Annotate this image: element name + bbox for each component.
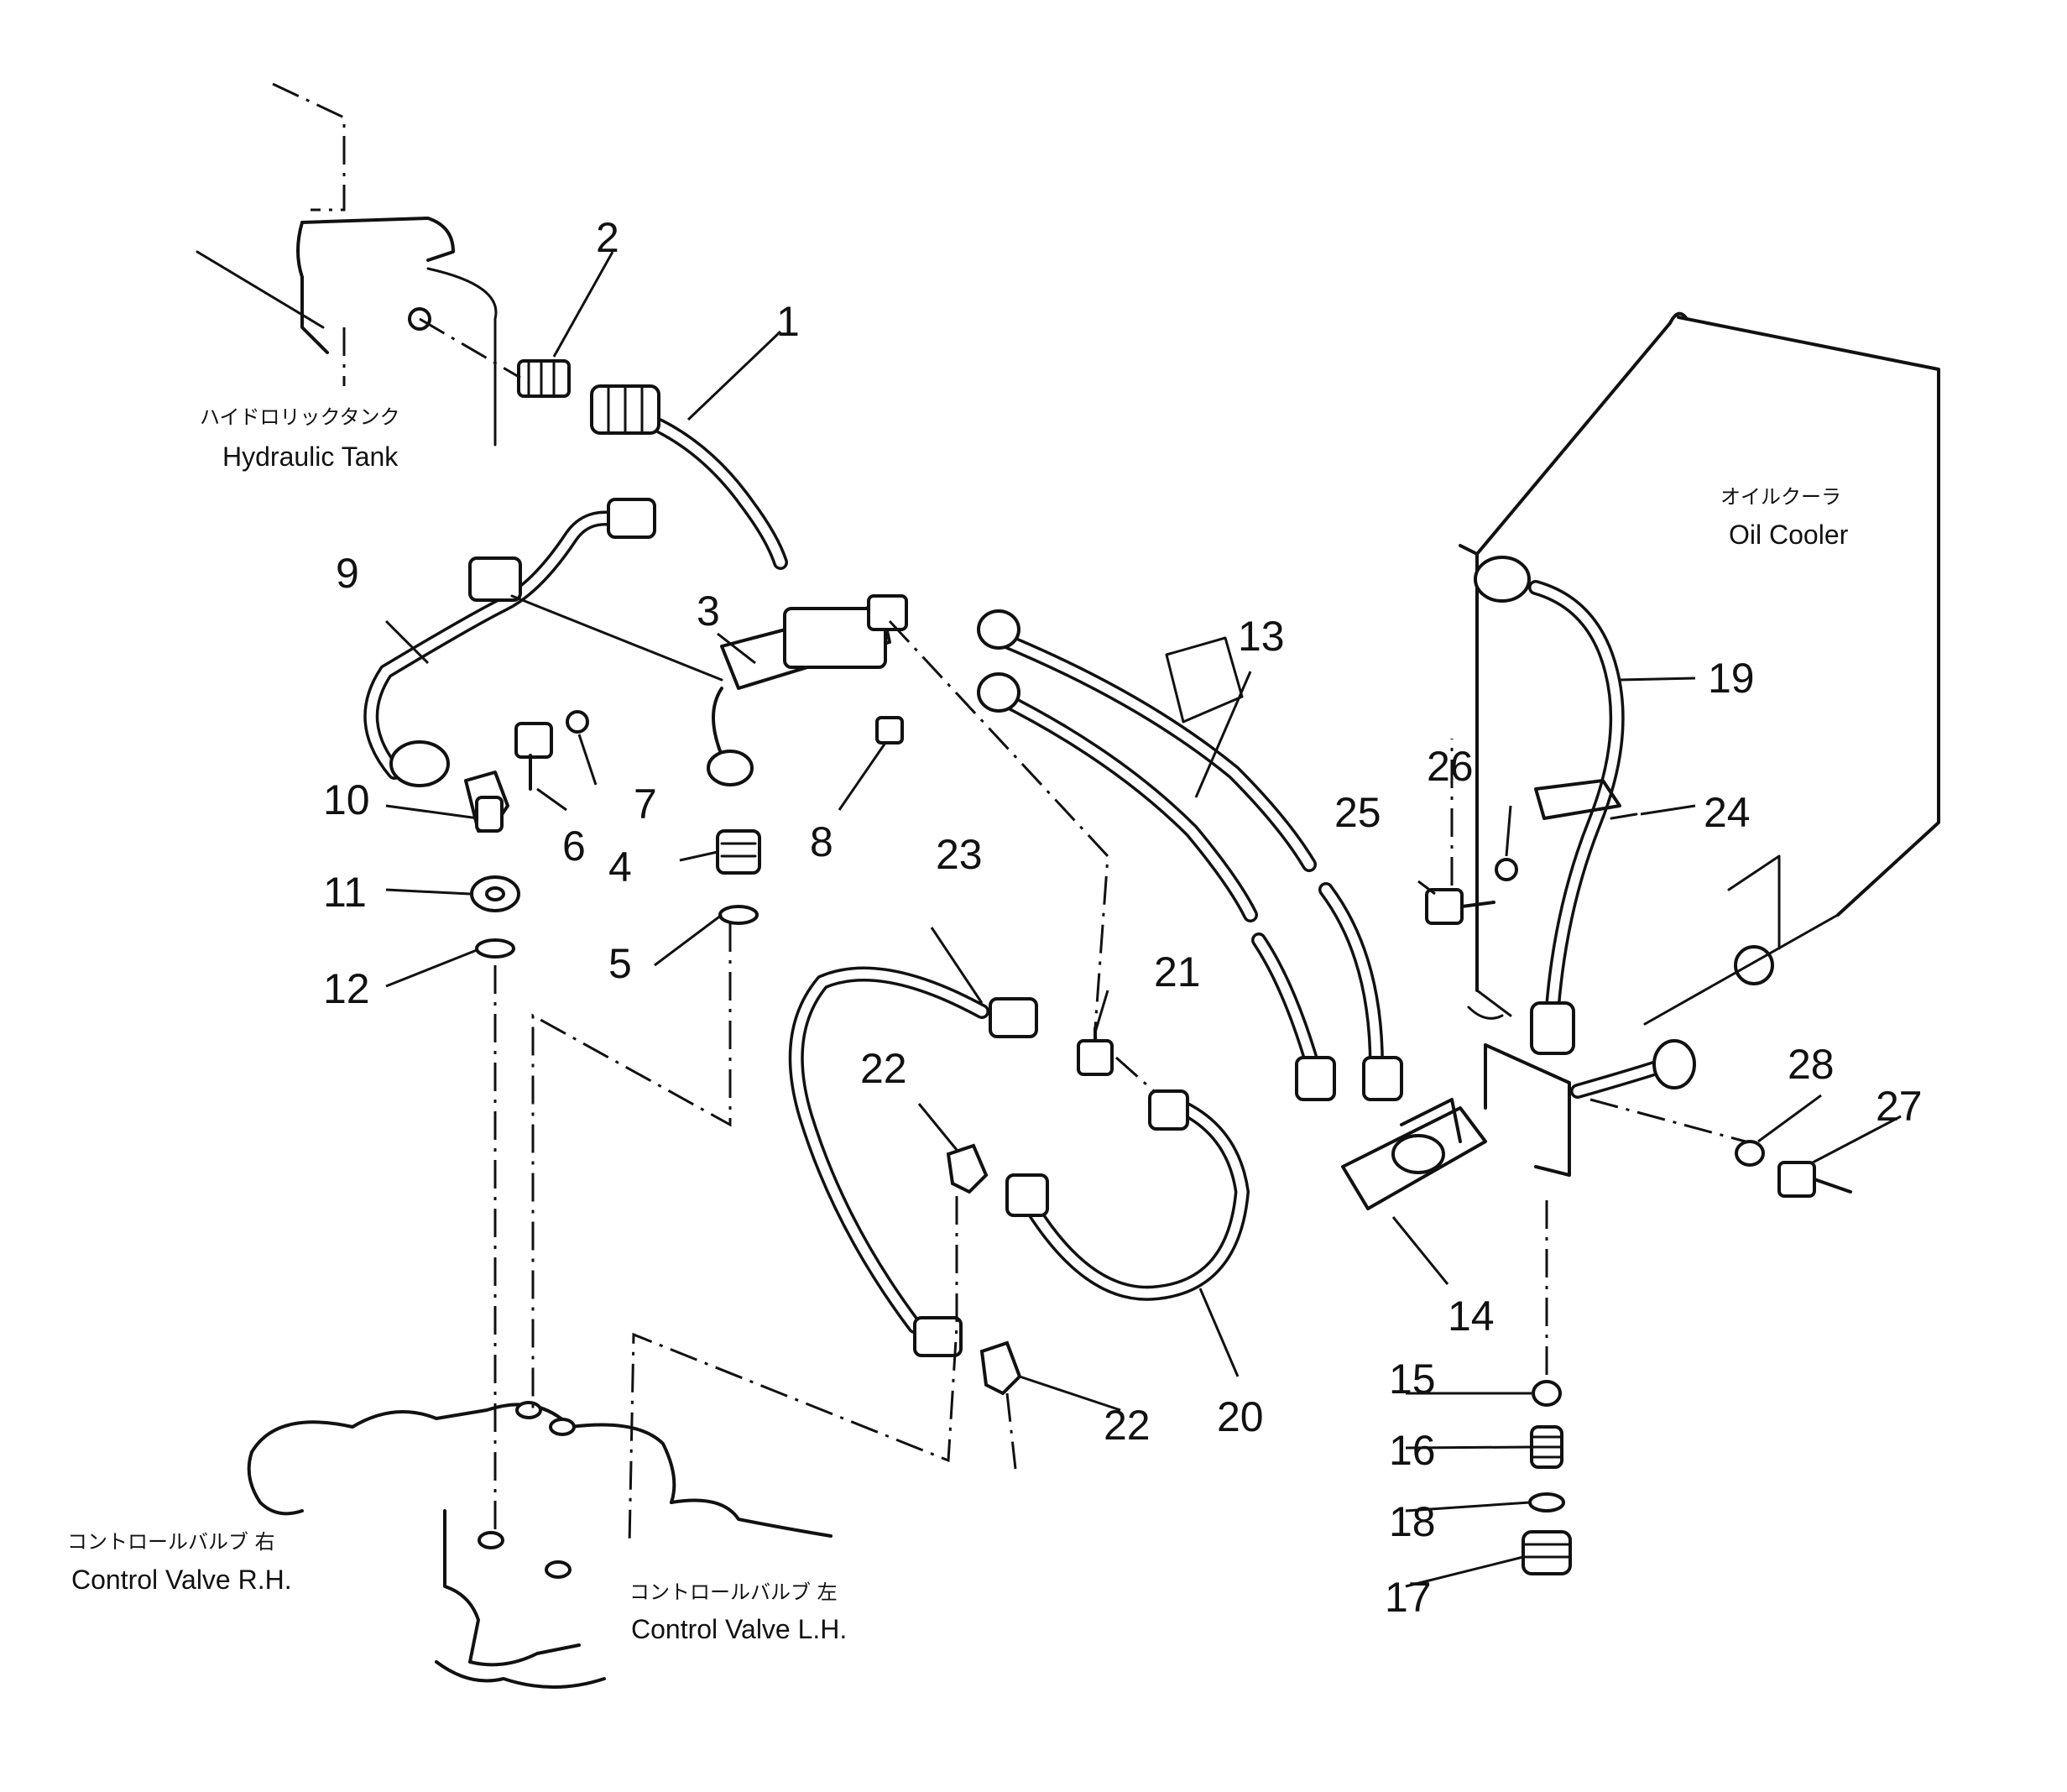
callout-8: 8 [810,818,833,865]
callout-26: 26 [1427,743,1474,790]
control-valve-rh-label-en: Control Valve R.H. [71,1565,292,1595]
part-19-hose [1474,556,1625,1055]
hydraulic-tank-label-en: Hydraulic Tank [222,441,399,472]
part-1-hose [590,384,788,570]
callout-4: 4 [608,844,632,891]
part-10-11-12 [464,771,520,959]
callout-1: 1 [776,298,800,345]
oil-cooler-label-en: Oil Cooler [1729,520,1849,550]
callout-12: 12 [323,965,370,1012]
callout-22-lower: 22 [1104,1402,1151,1449]
callout-15: 15 [1389,1356,1436,1403]
callout-9: 9 [336,550,359,597]
callout-28: 28 [1788,1041,1835,1088]
part-14-block [1341,1039,1696,1210]
oil-cooler [1459,311,1940,1026]
callout-14: 14 [1448,1293,1495,1340]
control-valve-lh-label-jp: コントロールバルブ 左 [629,1580,838,1604]
callout-18: 18 [1389,1498,1436,1545]
part-3-block [510,594,908,757]
callout-3: 3 [697,588,720,635]
hydraulic-tank-label-jp: ハイドロリックタンク [200,405,400,429]
part-2-adapter [517,359,571,398]
control-valves [247,1401,833,1689]
callout-5: 5 [608,940,632,987]
callout-27: 27 [1876,1083,1923,1130]
part-20-hose [1005,1089,1250,1301]
part-13-hoses [977,609,1403,1101]
oil-cooler-label-jp: オイルクーラ [1720,485,1841,509]
part-22-elbows [946,1143,1022,1396]
parts-15-16-17-18 [1522,1380,1572,1575]
part-21-tee [1077,1027,1114,1076]
centerlines [419,317,1746,1545]
callout-7: 7 [634,781,657,828]
leader-lines [384,251,1902,1588]
callout-10: 10 [323,776,370,823]
part-23-hose [788,966,1038,1357]
callout-13: 13 [1238,613,1285,660]
callout-16: 16 [1389,1427,1436,1474]
callout-25: 25 [1334,789,1381,836]
callout-20: 20 [1217,1393,1264,1440]
part-9-pipe [363,498,656,787]
part-4-5-fittings [707,750,761,925]
callout-19: 19 [1708,655,1755,702]
callout-numbers: 1 2 3 4 5 6 7 8 9 10 11 12 13 14 15 16 1… [323,214,1923,1621]
callout-17: 17 [1385,1574,1432,1621]
hydraulic-tank [196,82,498,447]
callout-21: 21 [1154,948,1201,995]
part-6-7-8-bolts [514,710,904,791]
control-valve-rh-label-jp: コントロールバルブ 右 [67,1530,275,1554]
callout-2: 2 [596,214,619,261]
callout-11: 11 [323,869,367,916]
callout-22-upper: 22 [860,1045,907,1092]
callout-24: 24 [1704,789,1751,836]
component-labels: ハイドロリックタンク Hydraulic Tank オイルクーラ Oil Coo… [67,405,1849,1644]
control-valve-lh-label-en: Control Valve L.H. [631,1614,847,1644]
callout-6: 6 [562,823,586,870]
parts-24-28 [1425,779,1852,1198]
callout-23: 23 [936,831,983,878]
